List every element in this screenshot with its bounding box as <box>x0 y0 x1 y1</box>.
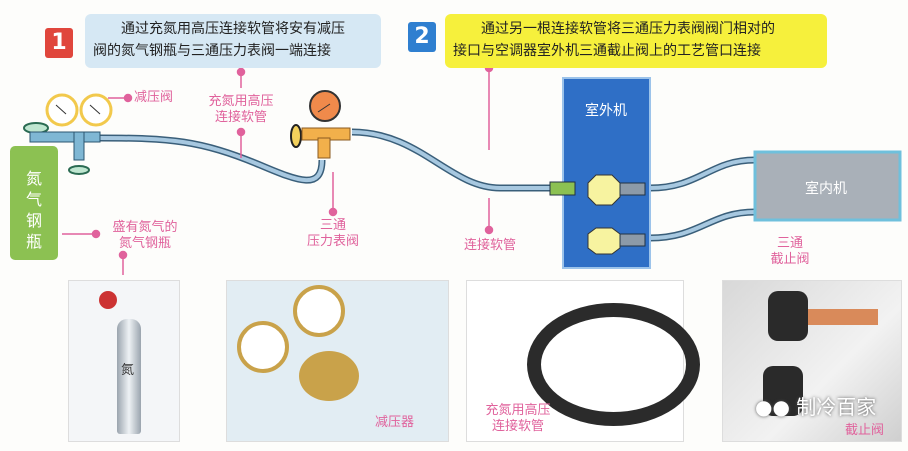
cylinder-desc-1: 盛有氮气的 <box>112 220 178 235</box>
step-2-badge: 2 <box>408 22 436 52</box>
hose-caption-1: 充氮用高压 <box>485 403 551 418</box>
nitrogen-cylinder <box>10 146 58 260</box>
connecting-hose <box>351 128 555 192</box>
stop-valve-upper-icon <box>587 174 621 206</box>
step-1-note: 通过充氮用高压连接软管将安有减压 阀的氮气钢瓶与三通压力表阀一端连接 <box>85 14 381 68</box>
charging-hose <box>99 134 326 184</box>
connecting-hose-label: 连接软管 <box>463 238 516 253</box>
step-2-line-2: 接口与空调器室外机三通截止阀上的工艺管口连接 <box>453 43 761 59</box>
indoor-unit <box>753 150 902 222</box>
reducer-body <box>299 351 359 401</box>
stop-valve-label-2: 截止阀 <box>770 252 810 267</box>
copper-pipe <box>808 309 878 325</box>
wechat-icon: ●● <box>755 395 790 419</box>
cylinder-photo: 氮 <box>68 280 180 442</box>
stop-valve-label-1: 三通 <box>776 236 803 251</box>
step-2-note: 通过另一根连接软管将三通压力表阀阀门相对的 接口与空调器室外机三通截止阀上的工艺… <box>445 14 827 68</box>
cylinder-desc-2: 氮气钢瓶 <box>118 236 171 251</box>
charging-hose-label: 充氮用高压 连接软管 <box>196 94 286 126</box>
cylinder-body <box>117 319 141 434</box>
step-1-line-2: 阀的氮气钢瓶与三通压力表阀一端连接 <box>93 43 331 59</box>
step-1-line-1: 通过充氮用高压连接软管将安有减压 <box>121 21 345 37</box>
step-2-line-1: 通过另一根连接软管将三通压力表阀阀门相对的 <box>481 21 775 37</box>
charging-hose-label-1: 充氮用高压 <box>208 94 274 109</box>
reducer-caption: 减压器 <box>375 415 415 430</box>
reducer-gauge-left <box>237 321 289 373</box>
three-way-gauge-icon <box>309 90 341 122</box>
hose-photo: 充氮用高压 连接软管 <box>466 280 700 442</box>
hose-caption: 充氮用高压 连接软管 <box>473 403 563 435</box>
watermark-text: 制冷百家 <box>796 395 877 419</box>
pressure-reducer-valve-label: 减压阀 <box>134 90 174 105</box>
reducer-photo: 减压器 <box>226 280 449 442</box>
three-way-gauge-label-1: 三通 <box>319 218 346 233</box>
valve-upper <box>768 291 808 341</box>
valve-lower <box>763 366 803 416</box>
regulator-icon <box>99 291 117 309</box>
cylinder-mark: 氮 <box>121 363 135 378</box>
stop-valve-photo: ●● 制冷百家 截止阀 <box>722 280 902 442</box>
cylinder-vertical-label: 氮气钢瓶 <box>25 169 42 251</box>
stop-valve-lower-icon <box>587 227 621 255</box>
step-1-badge: 1 <box>45 28 73 58</box>
stop-valve-label: 三通 截止阀 <box>765 236 815 268</box>
indoor-unit-label: 室内机 <box>805 181 847 197</box>
watermark: ●● 制冷百家 <box>755 391 876 420</box>
three-way-gauge-label-2: 压力表阀 <box>306 234 359 249</box>
three-way-gauge-label: 三通 压力表阀 <box>298 218 368 250</box>
cylinder-description: 盛有氮气的 氮气钢瓶 <box>100 220 190 252</box>
reducer-gauge-right <box>293 285 345 337</box>
valve-caption: 截止阀 <box>845 423 885 438</box>
charging-hose-label-2: 连接软管 <box>214 110 267 125</box>
hose-caption-2: 连接软管 <box>491 419 544 434</box>
outdoor-unit-label: 室外机 <box>585 103 627 119</box>
